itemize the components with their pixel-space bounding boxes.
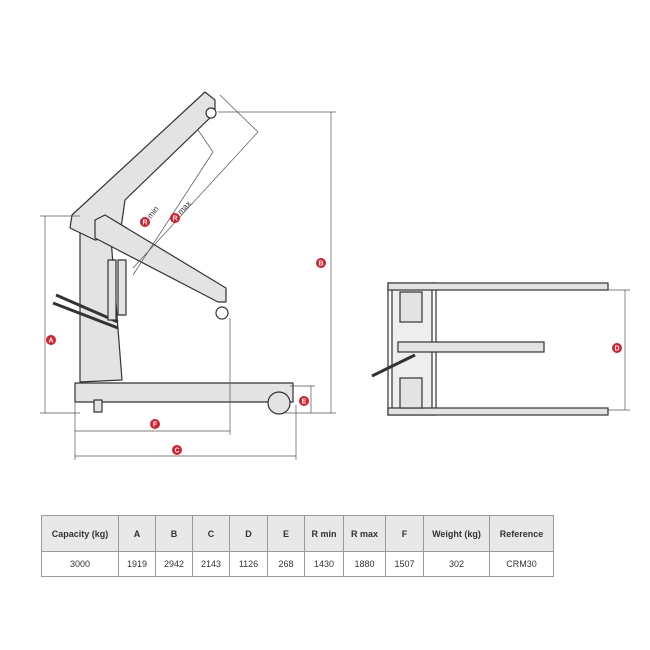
header-d: D: [229, 515, 268, 552]
cell-c: 2143: [192, 551, 230, 577]
header-capacity: Capacity (kg): [41, 515, 119, 552]
side-view: [52, 91, 294, 415]
marker-r-min: R: [142, 220, 147, 227]
base-leg: [74, 382, 294, 403]
cell-a: 1919: [118, 551, 156, 577]
cell-r-max: 1880: [343, 551, 386, 577]
header-c: C: [192, 515, 230, 552]
header-e: E: [267, 515, 305, 552]
r-max-label: max: [176, 199, 193, 216]
header-weight: Weight (kg): [423, 515, 490, 552]
hydraulic-cylinder: [117, 259, 127, 316]
hydraulic-cylinder: [107, 259, 117, 321]
front-wheel: [267, 391, 291, 415]
header-b: B: [155, 515, 193, 552]
marker-b: B: [318, 261, 323, 268]
marker-d: D: [614, 346, 619, 353]
top-view: [371, 282, 609, 416]
cell-weight: 302: [423, 551, 490, 577]
cell-e: 268: [267, 551, 305, 577]
boom-hook: [205, 107, 217, 119]
marker-c: C: [174, 448, 179, 455]
cell-b: 2942: [155, 551, 193, 577]
boom: [69, 91, 216, 241]
table-row: 3000 1919 2942 2143 1126 268 1430 1880 1…: [41, 551, 554, 577]
cell-reference: CRM30: [489, 551, 554, 577]
cell-f: 1507: [385, 551, 424, 577]
jib-arm: [94, 214, 227, 303]
cell-d: 1126: [229, 551, 268, 577]
header-a: A: [118, 515, 156, 552]
jib-top: [397, 341, 545, 353]
base-foot: [93, 399, 103, 413]
marker-r-max: R: [172, 216, 177, 223]
leg-top: [387, 282, 609, 291]
marker-f: F: [153, 422, 158, 429]
specifications-table: Capacity (kg) A B C D E R min R max F We…: [41, 515, 554, 577]
header-reference: Reference: [489, 515, 554, 552]
table-header-row: Capacity (kg) A B C D E R min R max F We…: [41, 515, 554, 552]
marker-a: A: [48, 338, 53, 345]
header-r-max: R max: [343, 515, 386, 552]
leg-bottom: [387, 407, 609, 416]
pump-handle-top: [371, 353, 416, 378]
header-f: F: [385, 515, 424, 552]
marker-e: E: [302, 399, 307, 406]
jib-hook: [215, 306, 229, 320]
cell-r-min: 1430: [304, 551, 344, 577]
header-r-min: R min: [304, 515, 344, 552]
pump-handle: [52, 301, 119, 330]
dimension-lines: [40, 94, 630, 460]
cell-capacity: 3000: [41, 551, 119, 577]
